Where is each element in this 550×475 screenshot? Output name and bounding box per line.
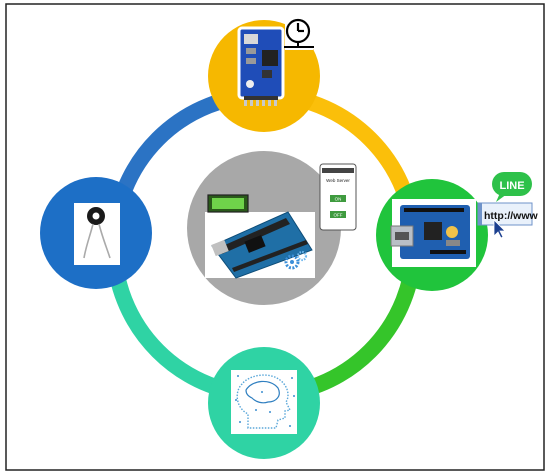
phone-on-button [330, 195, 346, 202]
phone-title: Web Server [326, 178, 350, 183]
cursor-icon [493, 219, 506, 239]
phone-off-label: OFF [334, 213, 343, 218]
arduino-mega-board-icon [205, 211, 315, 279]
phone-off-button [330, 211, 346, 218]
node-center [187, 151, 341, 305]
lcd-display-icon [207, 194, 249, 213]
rtc-clock-module-icon [237, 26, 285, 106]
node-right [376, 179, 488, 291]
url-tag-text: http://www [484, 210, 538, 222]
url-tag: http://www [477, 202, 538, 239]
clock-icon [284, 16, 314, 50]
node-left [40, 177, 152, 289]
node-bottom [208, 347, 320, 459]
line-bubble-text: LINE [499, 180, 524, 192]
line-app-bubble: LINE [492, 172, 532, 202]
gears-icon [284, 250, 308, 270]
current-sensor-icon [74, 203, 120, 265]
frame-border [5, 3, 545, 471]
phone-web-app: Web Server ON OFF [319, 163, 357, 231]
brain-head-icon [231, 370, 297, 434]
phone-on-label: ON [335, 197, 342, 202]
ethernet-shield-icon [390, 199, 476, 267]
